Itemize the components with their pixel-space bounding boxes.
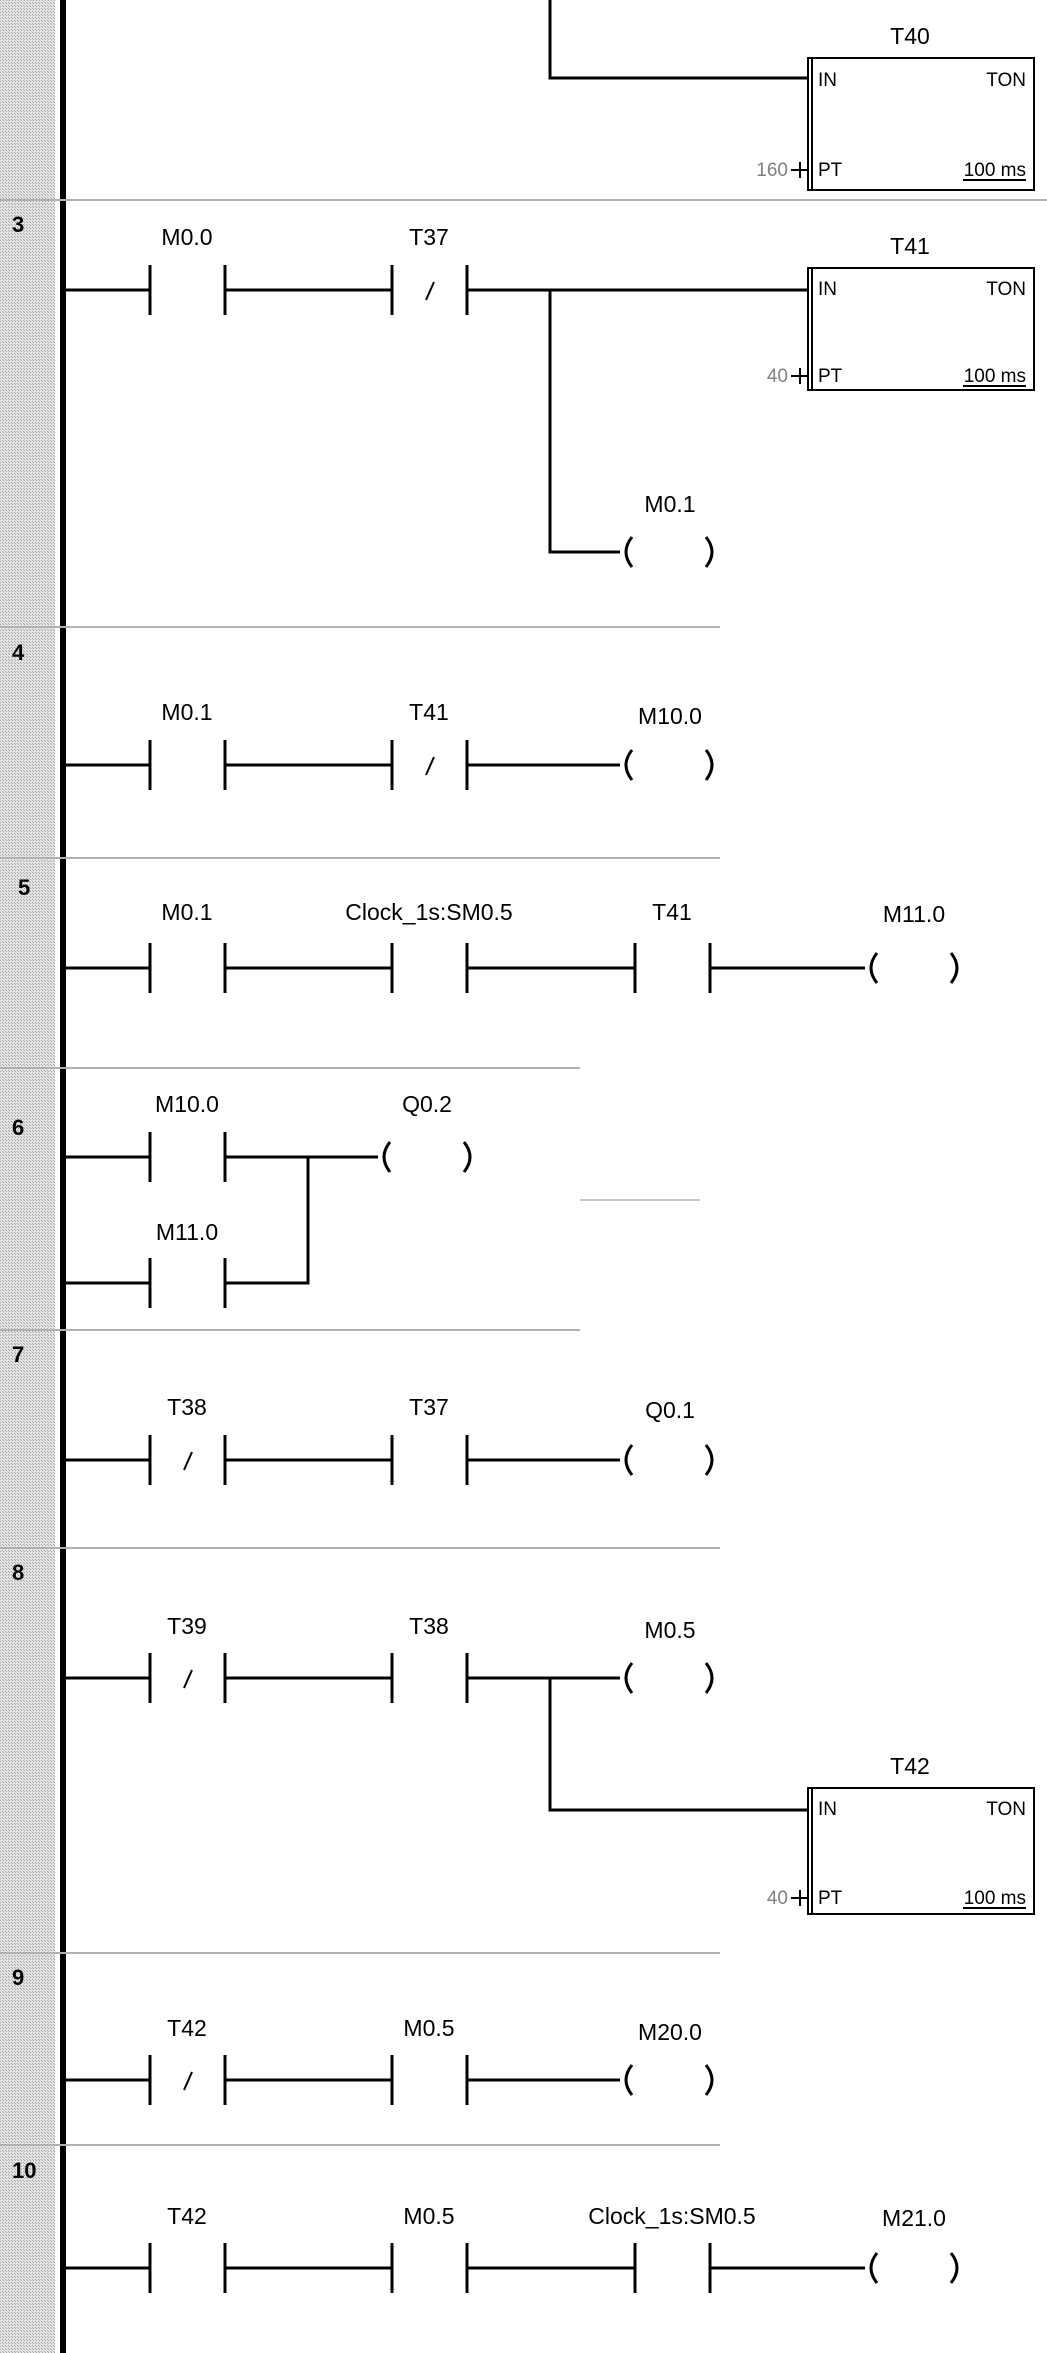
timer-preset: 160 [756, 160, 788, 181]
timer-in-pin: IN [818, 1799, 837, 1820]
contact-m11-0: M11.0 [148, 1219, 227, 1308]
contact-t39-nc: T39 [148, 1613, 227, 1703]
contact-label: Clock_1s:SM0.5 [345, 899, 512, 925]
coil-label: M10.0 [638, 703, 702, 729]
contact-label: T38 [167, 1394, 207, 1420]
network-number: 4 [12, 640, 25, 665]
contact-clock-1s: Clock_1s:SM0.5 [588, 2203, 756, 2293]
contact-label: T37 [409, 224, 449, 250]
network-4: 4 M0.1 T41 M10.0 [12, 640, 714, 790]
timer-name: T41 [890, 233, 930, 259]
coil-label: Q0.1 [645, 1397, 695, 1423]
network-number: 5 [18, 875, 30, 900]
timer-type: TON [986, 1799, 1026, 1820]
coil-m0-1: M0.1 [624, 491, 714, 568]
coil-label: M20.0 [638, 2019, 702, 2045]
timer-pt-pin: PT [818, 1888, 843, 1909]
contact-clock-1s: Clock_1s:SM0.5 [345, 899, 513, 993]
coil-label: Q0.2 [402, 1091, 452, 1117]
contact-label: M11.0 [156, 1219, 218, 1245]
coil-label: M21.0 [882, 2205, 946, 2231]
coil-label: M0.5 [644, 1617, 695, 1643]
network-5: 5 M0.1 Clock_1s:SM0.5 T41 M11.0 [18, 875, 959, 993]
contact-label: T39 [167, 1613, 207, 1639]
contact-label: M0.1 [161, 899, 212, 925]
coil-q0-2: Q0.2 [382, 1091, 472, 1173]
network-10: 10 T42 M0.5 Clock_1s:SM0.5 M21.0 [12, 2158, 959, 2293]
coil-label: M11.0 [883, 901, 945, 927]
contact-label: T42 [167, 2015, 207, 2041]
timer-base: 100 ms [964, 160, 1026, 181]
coil-m11-0: M11.0 [869, 901, 959, 984]
contact-label: M0.5 [403, 2203, 454, 2229]
gutter [0, 0, 55, 2353]
network-number: 8 [12, 1560, 24, 1585]
contact-t41: T41 [633, 899, 712, 993]
timer-pt-pin: PT [818, 366, 843, 387]
timer-box-t42: T42 IN TON PT 100 ms 40 [767, 1753, 1035, 1915]
contact-label: T41 [652, 899, 692, 925]
timer-box-t41: T41 IN TON PT 100 ms 40 [767, 233, 1035, 391]
timer-base: 100 ms [964, 366, 1026, 387]
timer-in-pin: IN [818, 70, 837, 91]
contact-label: T38 [409, 1613, 449, 1639]
network-number: 6 [12, 1115, 24, 1140]
network-number: 10 [12, 2158, 36, 2183]
contact-m0-5: M0.5 [390, 2015, 469, 2105]
contact-label: M10.0 [155, 1091, 219, 1117]
contact-t42: T42 [148, 2203, 227, 2293]
contact-t37-nc: T37 [390, 224, 469, 315]
timer-name: T42 [890, 1753, 930, 1779]
coil-m0-5: M0.5 [624, 1617, 714, 1694]
contact-t41-nc: T41 [390, 699, 469, 790]
power-rail [60, 0, 66, 2353]
coil-q0-1: Q0.1 [624, 1397, 714, 1476]
coil-label: M0.1 [644, 491, 695, 517]
contact-label: T42 [167, 2203, 207, 2229]
contact-label: M0.1 [161, 699, 212, 725]
network-7: 7 T38 T37 Q0.1 [12, 1342, 714, 1485]
contact-m0-1: M0.1 [148, 699, 227, 790]
timer-base: 100 ms [964, 1888, 1026, 1909]
timer-preset: 40 [767, 366, 788, 387]
coil-m10-0: M10.0 [624, 703, 714, 781]
contact-label: M0.5 [403, 2015, 454, 2041]
contact-label: Clock_1s:SM0.5 [588, 2203, 755, 2229]
network-9: 9 T42 M0.5 M20.0 [12, 1965, 714, 2105]
network-6: 6 M10.0 M11.0 Q0.2 [12, 1091, 472, 1308]
contact-t42-nc: T42 [148, 2015, 227, 2105]
coil-m21-0: M21.0 [869, 2205, 959, 2284]
timer-name: T40 [890, 23, 930, 49]
contact-t38-nc: T38 [148, 1394, 227, 1485]
timer-type: TON [986, 279, 1026, 300]
contact-label: M0.0 [161, 224, 212, 250]
contact-t37: T37 [390, 1394, 469, 1485]
network-separators [0, 199, 1047, 2146]
contact-m0-1: M0.1 [148, 899, 227, 993]
timer-box-t40: T40 IN TON PT 100 ms 160 [756, 23, 1035, 191]
timer-type: TON [986, 70, 1026, 91]
coil-m20-0: M20.0 [624, 2019, 714, 2096]
network-3: 3 M0.0 T37 T41 IN TON PT 100 ms 40 M0. [12, 212, 1035, 568]
contact-m0-5: M0.5 [390, 2203, 469, 2293]
contact-m0-0: M0.0 [148, 224, 227, 315]
partial-network: T40 IN TON PT 100 ms 160 [548, 0, 1035, 191]
network-number: 7 [12, 1342, 24, 1367]
contact-label: T37 [409, 1394, 449, 1420]
network-number: 9 [12, 1965, 24, 1990]
network-8: 8 T39 T38 M0.5 T42 IN TON PT 100 ms 40 [12, 1560, 1035, 1915]
timer-preset: 40 [767, 1888, 788, 1909]
network-number: 3 [12, 212, 24, 237]
contact-t38: T38 [390, 1613, 469, 1703]
timer-in-pin: IN [818, 279, 837, 300]
timer-pt-pin: PT [818, 160, 843, 181]
contact-m10-0: M10.0 [148, 1091, 227, 1182]
contact-label: T41 [409, 699, 449, 725]
